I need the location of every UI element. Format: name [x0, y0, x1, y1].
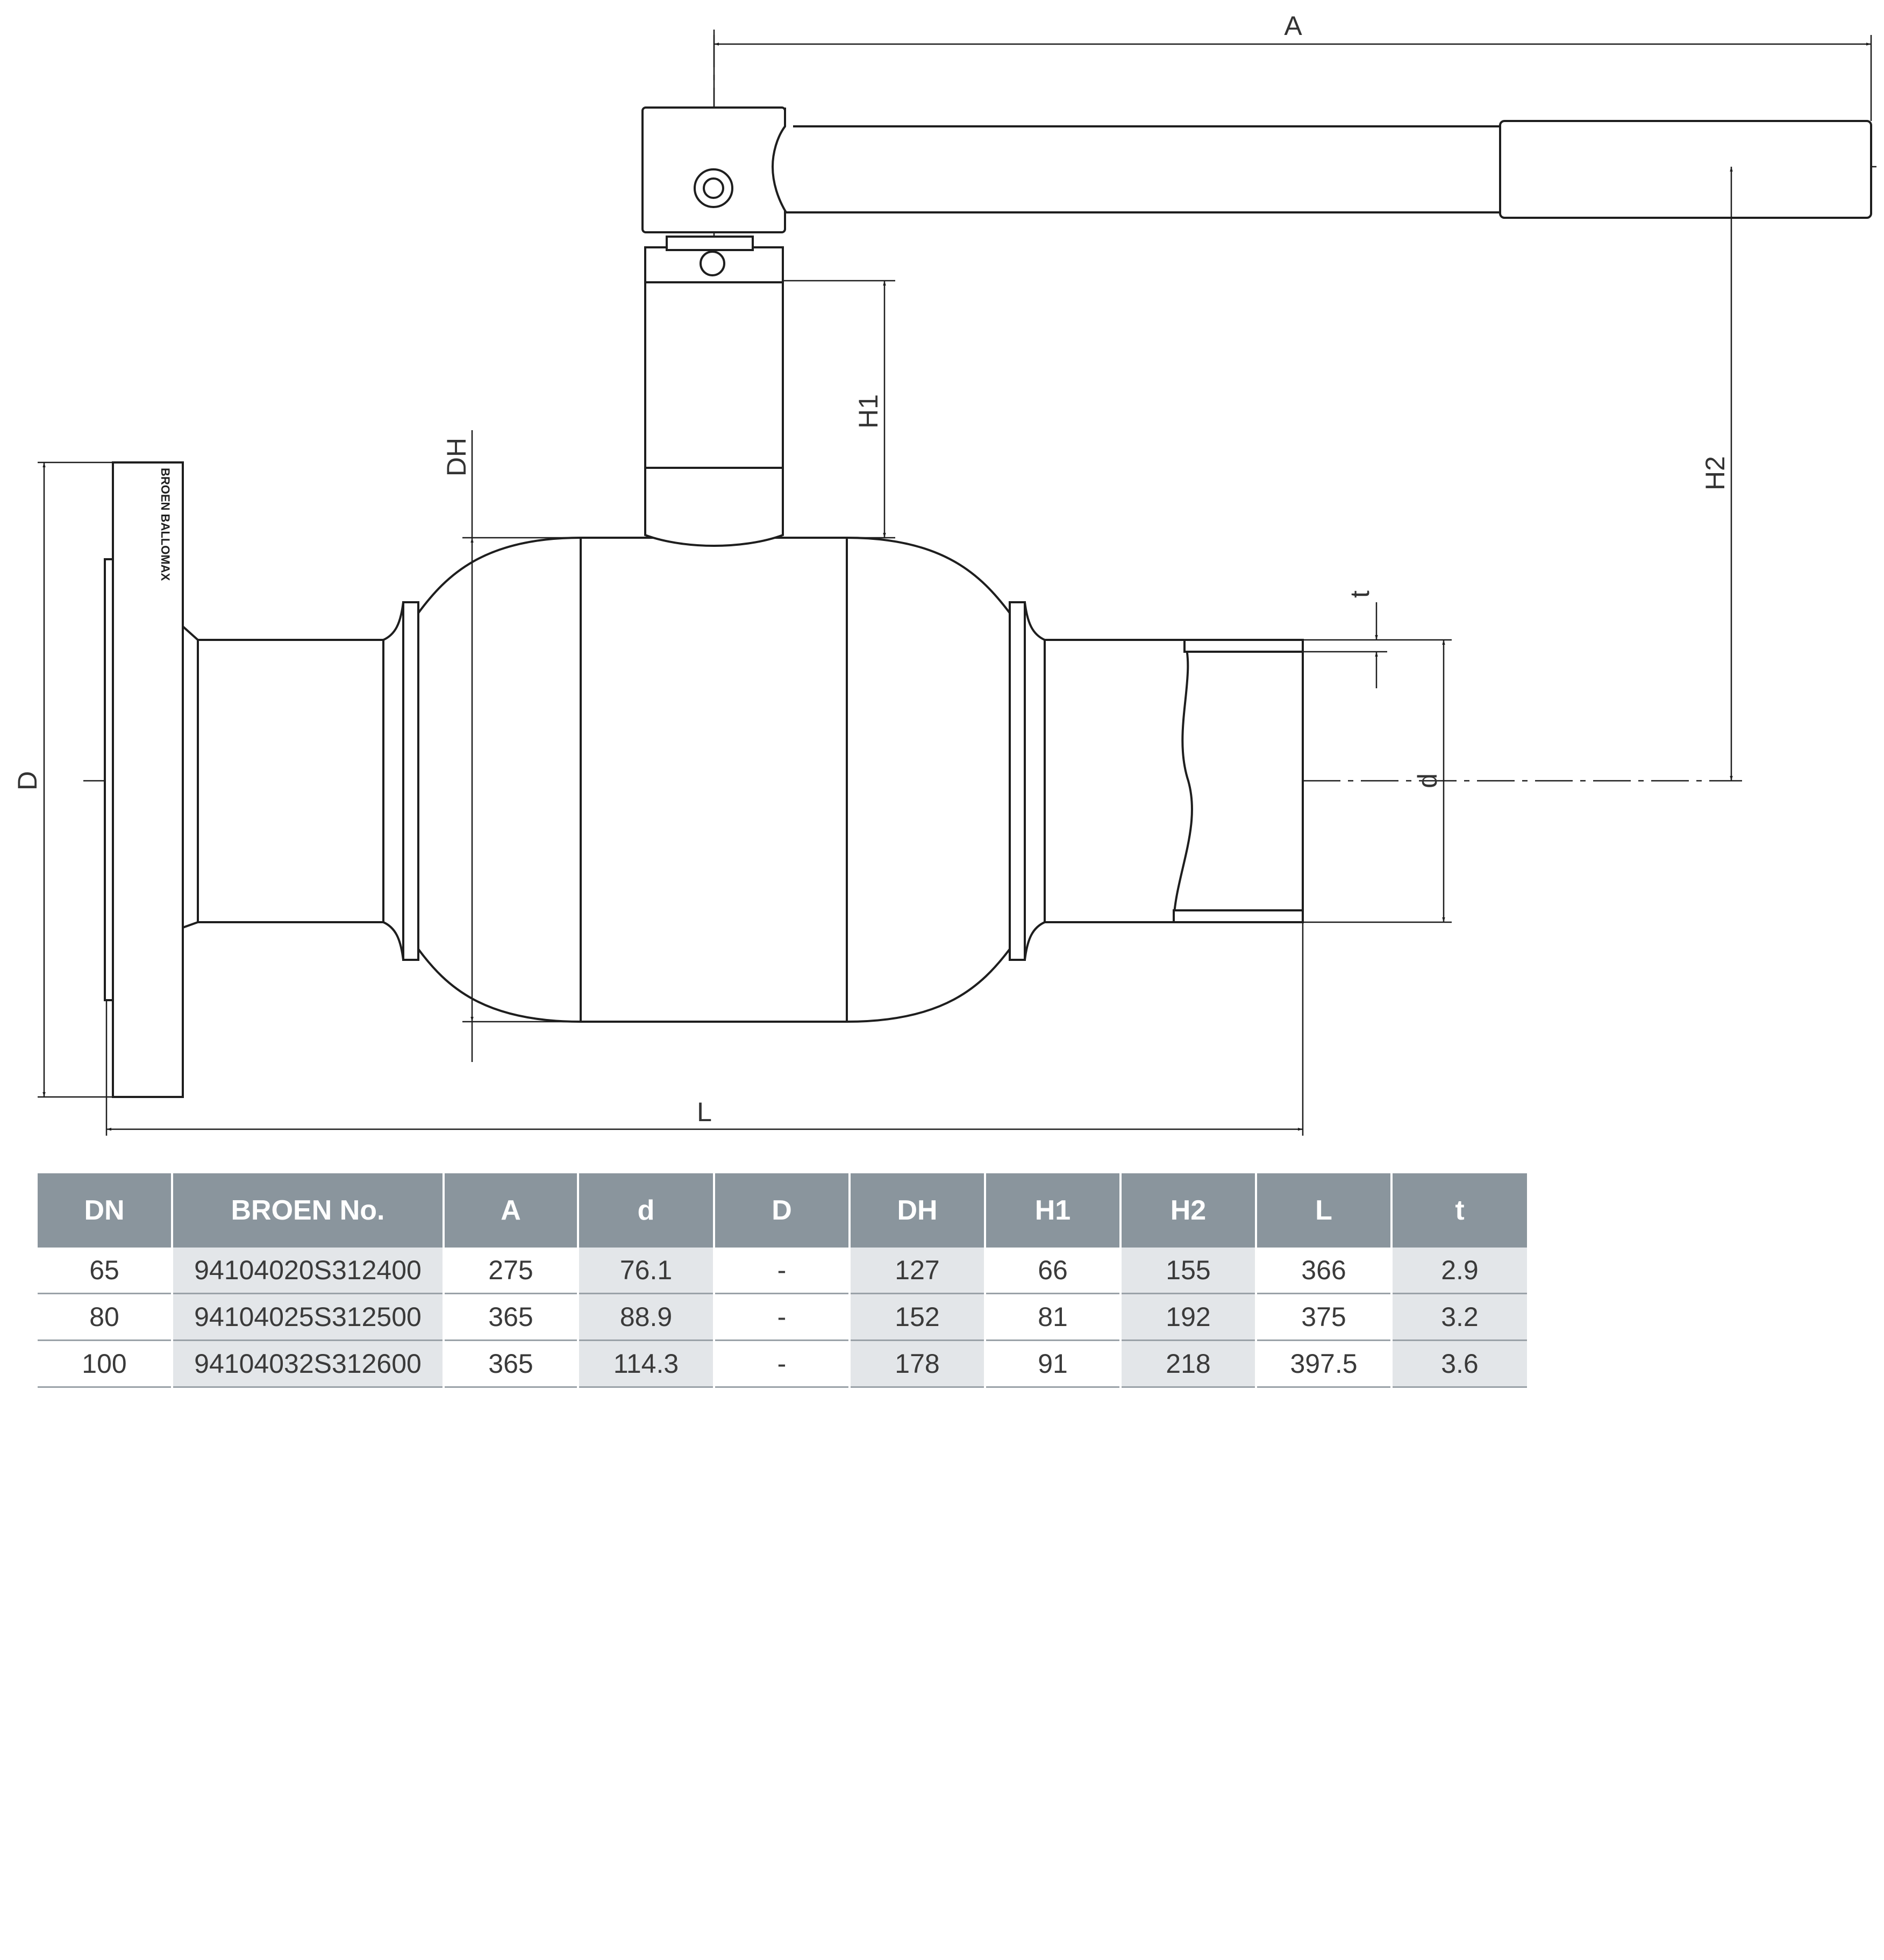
pipe-end-break: [1173, 639, 1193, 923]
header-h1: H1: [985, 1173, 1122, 1248]
header-t: t: [1391, 1173, 1527, 1248]
header-dn: DN: [38, 1173, 173, 1248]
valve-outline: [104, 106, 1872, 1098]
cell-h1: 81: [985, 1293, 1122, 1341]
cell-h2: 218: [1121, 1340, 1257, 1388]
stem-neck: [644, 467, 784, 547]
cell-a: 365: [444, 1340, 579, 1388]
left-hub: [182, 624, 199, 929]
label-A: A: [1284, 11, 1302, 41]
cell-d-flange: -: [714, 1340, 851, 1388]
header-d-flange: D: [714, 1173, 851, 1248]
left-weld-ring: [402, 601, 419, 961]
cell-h1: 66: [985, 1248, 1122, 1294]
header-broen-no: BROEN No.: [172, 1173, 445, 1248]
cell-t: 3.2: [1391, 1293, 1527, 1341]
table-row: 65 94104020S312400 275 76.1 - 127 66 155…: [38, 1248, 1527, 1294]
cell-h2: 192: [1121, 1293, 1257, 1341]
label-H2: H2: [1700, 456, 1730, 490]
cell-d-flange: -: [714, 1248, 851, 1294]
header-d-pipe: d: [578, 1173, 715, 1248]
header-h2: H2: [1121, 1173, 1257, 1248]
label-d: d: [1412, 773, 1443, 788]
right-pipe: [1044, 639, 1304, 923]
cell-dn: 80: [38, 1293, 173, 1341]
cell-broen-no: 94104025S312500: [172, 1293, 445, 1341]
dimension-lines: [38, 35, 1872, 1136]
cell-t: 2.9: [1391, 1248, 1527, 1294]
pipe-wall-top: [1183, 639, 1304, 653]
cell-dn: 100: [38, 1340, 173, 1388]
right-weld-ring: [1009, 601, 1026, 961]
label-t: t: [1345, 590, 1375, 598]
cell-dn: 65: [38, 1248, 173, 1294]
header-dh: DH: [850, 1173, 986, 1248]
handle-screw-inner: [703, 177, 724, 199]
stem-column: [644, 281, 784, 469]
cell-l: 375: [1256, 1293, 1393, 1341]
specification-table: DN BROEN No. A d D DH H1 H2 L t 65 94104…: [38, 1173, 1527, 1388]
cell-d-pipe: 114.3: [578, 1340, 715, 1388]
cell-d-flange: -: [714, 1293, 851, 1341]
flange-marking: BROEN BALLOMAX: [159, 468, 172, 581]
left-pipe: [197, 639, 384, 923]
valve-technical-drawing: BROEN BALLOMAX A H2: [12, 11, 1876, 1136]
header-a: A: [444, 1173, 579, 1248]
table-row: 80 94104025S312500 365 88.9 - 152 81 192…: [38, 1293, 1527, 1341]
cell-l: 366: [1256, 1248, 1393, 1294]
table-row: 100 94104032S312600 365 114.3 - 178 91 2…: [38, 1340, 1527, 1388]
header-l: L: [1256, 1173, 1393, 1248]
cell-a: 275: [444, 1248, 579, 1294]
cell-d-pipe: 76.1: [578, 1248, 715, 1294]
cell-broen-no: 94104032S312600: [172, 1340, 445, 1388]
pipe-wall-bottom: [1173, 909, 1304, 923]
label-D: D: [12, 771, 42, 790]
table-header-row: DN BROEN No. A d D DH H1 H2 L t: [38, 1173, 1527, 1248]
label-L: L: [697, 1097, 712, 1127]
cell-dh: 127: [850, 1248, 986, 1294]
stem-bolt-circle: [700, 251, 725, 276]
left-neck: [382, 602, 404, 960]
ball-body: [417, 537, 1011, 1023]
cell-dh: 152: [850, 1293, 986, 1341]
right-neck: [1024, 602, 1046, 960]
handle-grip: [1499, 120, 1872, 219]
cell-a: 365: [444, 1293, 579, 1341]
handle-lever: [771, 108, 1501, 213]
cell-d-pipe: 88.9: [578, 1293, 715, 1341]
flange-plate: [112, 461, 184, 1098]
flange-raised-face: [104, 558, 114, 1001]
cell-dh: 178: [850, 1340, 986, 1388]
cell-broen-no: 94104020S312400: [172, 1248, 445, 1294]
label-H1: H1: [853, 394, 883, 429]
cell-h1: 91: [985, 1340, 1122, 1388]
cell-t: 3.6: [1391, 1340, 1527, 1388]
cell-h2: 155: [1121, 1248, 1257, 1294]
stem-nut-top: [666, 236, 754, 251]
label-DH: DH: [441, 438, 472, 476]
cell-l: 397.5: [1256, 1340, 1393, 1388]
